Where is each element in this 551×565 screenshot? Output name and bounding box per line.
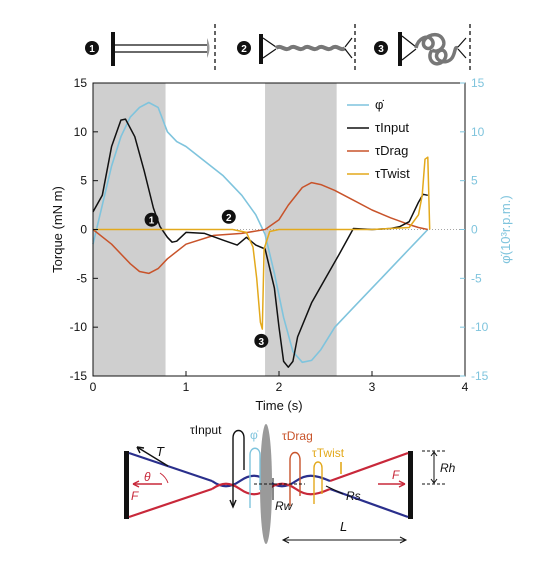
y-tick-label: -15: [70, 369, 88, 383]
y-tick-label: -10: [70, 320, 88, 334]
y2-tick-label: -15: [471, 369, 489, 383]
state-3-left-cone: [401, 35, 417, 61]
legend-label-phi: φ̇: [375, 97, 384, 112]
state-3-right-cone: [457, 37, 467, 59]
x-tick-label: 1: [183, 380, 190, 394]
x-tick-label: 2: [276, 380, 283, 394]
right-end-plate: [408, 451, 413, 519]
legend-label-drag: τDrag: [375, 143, 408, 158]
theta-label: θ: [144, 470, 151, 484]
legend: φ̇ τInput τDrag τTwist: [347, 97, 410, 181]
series-line-twist: [93, 156, 431, 330]
y2-tick-label: 5: [471, 174, 478, 188]
y-tick-label: 15: [74, 76, 88, 90]
state-2-right-cone: [344, 37, 353, 59]
tension-arrowhead: [136, 446, 145, 454]
series-lines: [92, 101, 431, 368]
phi-dot-arrow: [249, 447, 261, 508]
state-2-twisted-rope: [274, 44, 347, 52]
x-axis-label: Time (s): [255, 398, 302, 413]
state-2-marker: [237, 41, 251, 55]
force-right-label: F: [392, 468, 400, 482]
state-1-marker: [85, 41, 99, 55]
force-right-arrowhead: [398, 480, 406, 488]
rh-label: Rh: [440, 461, 456, 475]
strand-right-upper: [329, 451, 409, 483]
tau-twist-arrow: [313, 461, 323, 504]
state-1-disc: [207, 38, 210, 58]
tau-input-label: τInput: [190, 423, 222, 437]
torque-chart: 1 2 3 0 1 2 3 4 15 10 5 0 -5 -10 -15 15 10 5 0 -5 -10 -15Tim…: [50, 76, 513, 413]
chart-marker-1: [144, 212, 159, 227]
strand-left-upper: [128, 451, 213, 483]
y2-axis-label: φ̇(10³r.p.m.): [498, 195, 513, 263]
chart-marker-label-2: 2: [226, 213, 232, 224]
rope-schematic: τInput φ̇ τDrag τTwist T θ F F Rh: [124, 423, 456, 544]
state-1-marker-label: 1: [89, 44, 95, 55]
series-line-drag: [92, 181, 428, 275]
chart-marker-2: [221, 209, 236, 224]
rs-indicator: [325, 485, 344, 495]
state-1-icon: 1: [85, 24, 216, 70]
chart-marker-label-1: 1: [149, 216, 155, 227]
left-end-plate: [124, 451, 129, 519]
tau-twist-label: τTwist: [312, 446, 345, 460]
y-tick-label: 0: [80, 223, 87, 237]
state-2-icon: 2: [237, 24, 356, 70]
state-2-left-wall: [259, 34, 263, 64]
length-arrowheads: [281, 536, 408, 544]
y2-tick-label: 10: [471, 125, 485, 139]
y2-tick-label: 15: [471, 76, 485, 90]
state-1-left-wall: [111, 32, 115, 66]
y2-tick-label: 0: [471, 223, 478, 237]
top-panel: 1 2 3: [85, 24, 471, 70]
x-tick-label: 3: [369, 380, 376, 394]
y-tick-label: 10: [74, 125, 88, 139]
phi-dot-label: φ̇: [250, 428, 259, 442]
y2-tick-label: -5: [471, 271, 482, 285]
state-markers: 1 2 3: [144, 209, 269, 348]
y-tick-label: -5: [76, 271, 87, 285]
y2-tick-label: -10: [471, 320, 489, 334]
force-left-label: F: [131, 489, 139, 503]
theta-arc: [159, 472, 169, 484]
series-line-phi: [92, 101, 429, 364]
tau-input-arrowhead: [229, 499, 237, 509]
state-3-marker-label: 3: [378, 44, 384, 55]
y-axis-label: Torque (mN m): [50, 186, 65, 273]
x-tick-label: 0: [90, 380, 97, 394]
length-label: L: [340, 519, 347, 534]
state-3-marker: [374, 41, 388, 55]
chart-marker-3: [254, 333, 269, 348]
tension-arrow: [136, 446, 169, 467]
state-3-icon: 3: [374, 24, 471, 70]
rs-label: Rs: [346, 489, 361, 503]
rw-label: Rw: [275, 499, 294, 513]
legend-label-input: τInput: [375, 120, 409, 135]
tension-label: T: [156, 444, 165, 459]
state-2-left-cone: [262, 37, 277, 59]
state-3-left-wall: [398, 32, 402, 66]
strand-left-lower: [128, 487, 213, 519]
x-tick-label: 4: [462, 380, 469, 394]
y-tick-label: 5: [80, 174, 87, 188]
chart-marker-label-3: 3: [259, 337, 265, 348]
state-2-marker-label: 2: [241, 44, 247, 55]
force-left-arrowhead: [132, 480, 140, 488]
state-3-supercoil: [414, 33, 459, 66]
tau-input-arrow: [232, 429, 245, 505]
rh-arrowheads: [430, 451, 438, 484]
legend-label-twist: τTwist: [375, 166, 410, 181]
tau-drag-arrow: [289, 451, 301, 506]
tau-drag-label: τDrag: [282, 429, 313, 443]
